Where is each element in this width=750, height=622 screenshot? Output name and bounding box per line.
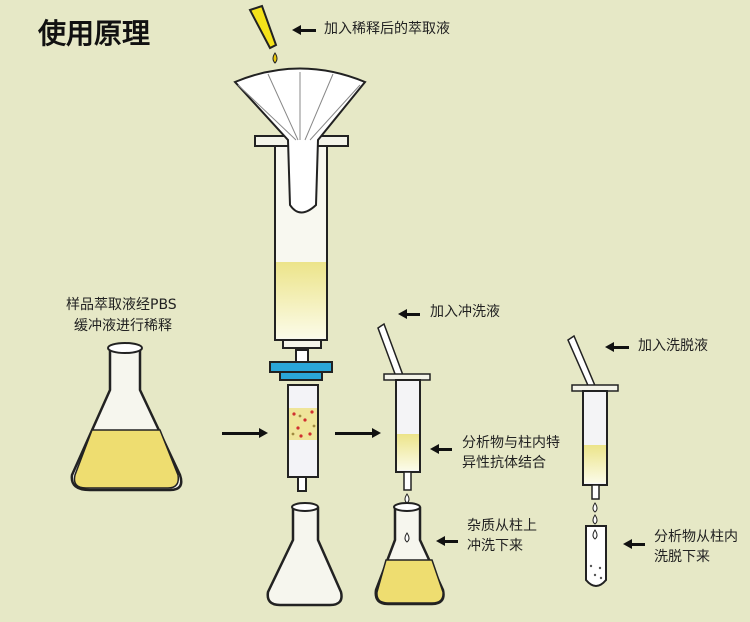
dropper-icon bbox=[248, 4, 278, 64]
column-2 bbox=[374, 322, 445, 606]
label-sample-line1: 样品萃取液经PBS bbox=[66, 297, 177, 313]
arrow-icon bbox=[335, 428, 381, 438]
arrow-icon bbox=[222, 428, 268, 438]
column-1 bbox=[233, 67, 367, 492]
label-binding-line1: 分析物与柱内特 bbox=[462, 435, 560, 451]
arrow-icon bbox=[430, 444, 452, 454]
arrow-icon bbox=[605, 342, 629, 352]
arrow-icon bbox=[623, 539, 645, 549]
label-add-elute: 加入洗脱液 bbox=[638, 338, 708, 354]
waste-flask-1 bbox=[266, 502, 343, 607]
label-elute-line1: 分析物从柱内 bbox=[654, 529, 738, 545]
arrow-icon bbox=[398, 309, 420, 319]
label-impurity-line2: 冲洗下来 bbox=[467, 538, 523, 554]
sample-flask bbox=[70, 342, 183, 492]
label-add-extract: 加入稀释后的萃取液 bbox=[324, 21, 450, 37]
arrow-icon bbox=[292, 25, 316, 35]
arrow-icon bbox=[436, 536, 458, 546]
label-sample-line2: 缓冲液进行稀释 bbox=[74, 318, 172, 334]
label-elute-line2: 洗脱下来 bbox=[654, 549, 710, 565]
column-3 bbox=[567, 334, 619, 587]
label-add-wash: 加入冲洗液 bbox=[430, 304, 500, 320]
label-impurity-line1: 杂质从柱上 bbox=[467, 518, 537, 534]
label-binding-line2: 异性抗体结合 bbox=[462, 455, 546, 471]
page-title: 使用原理 bbox=[38, 17, 151, 50]
